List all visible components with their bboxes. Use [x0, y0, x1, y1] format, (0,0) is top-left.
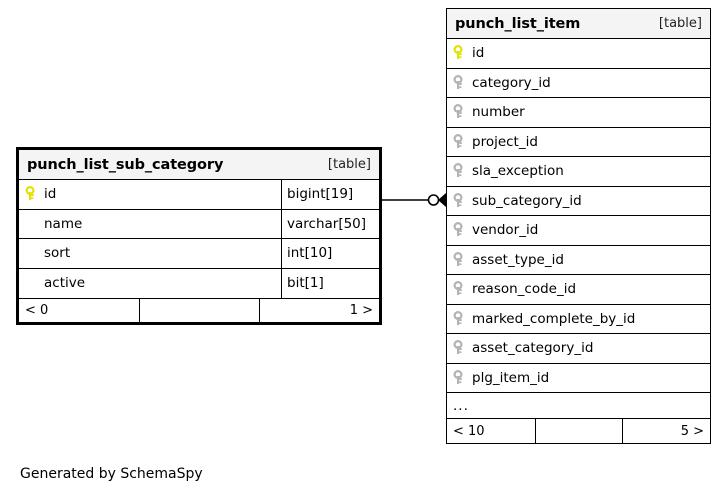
foreign-key-icon [453, 310, 463, 325]
column-name-cell: number [447, 98, 710, 127]
table-title: punch_list_item [455, 15, 581, 32]
relationship-connector-sub-category-to-punch-list-item [380, 193, 446, 207]
table-row[interactable]: asset_type_id [447, 246, 710, 275]
column-name: project_id [472, 133, 538, 150]
foreign-key-icon [453, 222, 463, 237]
column-name: asset_type_id [472, 251, 564, 268]
table-row[interactable]: number [447, 98, 710, 128]
table-row[interactable]: category_id [447, 69, 710, 98]
table-row[interactable]: asset_category_id [447, 334, 710, 364]
column-type: varchar[50] [281, 209, 379, 238]
column-name: name [44, 215, 83, 232]
table-row[interactable]: id bigint[19] [19, 180, 379, 210]
table-row[interactable]: sort int[10] [19, 239, 379, 269]
column-name: vendor_id [472, 222, 539, 239]
column-name: active [44, 275, 86, 292]
table-title: punch_list_sub_category [27, 156, 224, 173]
column-name-cell: reason_code_id [447, 275, 710, 304]
table-row-sub-category-id[interactable]: sub_category_id [447, 187, 710, 216]
table-row[interactable]: name varchar[50] [19, 209, 379, 239]
foreign-key-icon [453, 340, 463, 355]
table-header: punch_list_sub_category [table] [19, 150, 379, 180]
column-name: sla_exception [472, 163, 564, 180]
table-footer: < 10 5 > [447, 419, 710, 443]
column-name-cell: asset_category_id [447, 334, 710, 363]
foreign-key-icon [453, 163, 463, 178]
column-name: category_id [472, 74, 551, 91]
column-name-cell: active [19, 269, 281, 299]
table-footer: < 0 1 > [19, 298, 379, 322]
footer-parents-count[interactable]: < 10 [453, 423, 485, 439]
table-row[interactable]: sla_exception [447, 157, 710, 187]
table-punch-list-item[interactable]: punch_list_item [table] id [446, 8, 711, 444]
column-name-cell: category_id [447, 69, 710, 98]
table-row[interactable]: vendor_id [447, 216, 710, 246]
more-columns-indicator: ... [447, 393, 710, 419]
table-row[interactable]: project_id [447, 128, 710, 157]
column-name: id [44, 186, 57, 203]
column-name-cell: plg_item_id [447, 364, 710, 393]
footer-parents-count[interactable]: < 0 [25, 303, 49, 318]
table-row[interactable]: plg_item_id [447, 364, 710, 393]
foreign-key-icon [453, 104, 463, 119]
table-row[interactable]: id [447, 39, 710, 69]
table-row[interactable]: active bit[1] [19, 268, 379, 299]
primary-key-icon [453, 45, 463, 60]
column-name-cell: asset_type_id [447, 246, 710, 275]
table-kind-label: [table] [327, 157, 371, 172]
column-type: bit[1] [281, 268, 379, 298]
foreign-key-icon [453, 192, 463, 207]
generated-by-caption: Generated by SchemaSpy [20, 466, 203, 482]
table-columns: id bigint[19] name varchar[50] sort int[… [19, 180, 379, 298]
column-name: marked_complete_by_id [472, 310, 636, 327]
column-name: sort [44, 245, 71, 262]
table-row[interactable]: marked_complete_by_id [447, 305, 710, 334]
column-name-cell: project_id [447, 128, 710, 157]
footer-middle [139, 299, 259, 322]
column-name: reason_code_id [472, 281, 577, 298]
column-name-cell: sort [19, 239, 281, 268]
table-kind-label: [table] [658, 16, 702, 31]
column-name: id [472, 45, 485, 62]
column-name-cell: id [19, 180, 281, 209]
table-header: punch_list_item [table] [447, 9, 710, 39]
column-type: int[10] [281, 239, 379, 268]
foreign-key-icon [453, 74, 463, 89]
table-columns: id category_id [447, 39, 710, 419]
footer-children-count[interactable]: 5 > [622, 419, 710, 443]
column-name: asset_category_id [472, 340, 594, 357]
foreign-key-icon [453, 133, 463, 148]
foreign-key-icon [453, 251, 463, 266]
column-name-cell: sla_exception [447, 157, 710, 186]
table-row[interactable]: reason_code_id [447, 275, 710, 305]
column-type: bigint[19] [281, 180, 379, 209]
footer-children-count[interactable]: 1 > [259, 299, 379, 322]
column-name: sub_category_id [472, 192, 582, 209]
primary-key-icon [25, 186, 35, 201]
table-punch-list-sub-category[interactable]: punch_list_sub_category [table] id bigin… [16, 147, 382, 325]
column-name-cell: marked_complete_by_id [447, 305, 710, 334]
column-name-cell: vendor_id [447, 216, 710, 245]
column-name-cell: sub_category_id [447, 187, 710, 216]
foreign-key-icon [453, 281, 463, 296]
column-name-cell: name [19, 210, 281, 239]
foreign-key-icon [453, 369, 463, 384]
column-name: plg_item_id [472, 369, 550, 386]
footer-middle [534, 419, 623, 443]
column-name-cell: id [447, 39, 710, 68]
column-name: number [472, 104, 525, 121]
